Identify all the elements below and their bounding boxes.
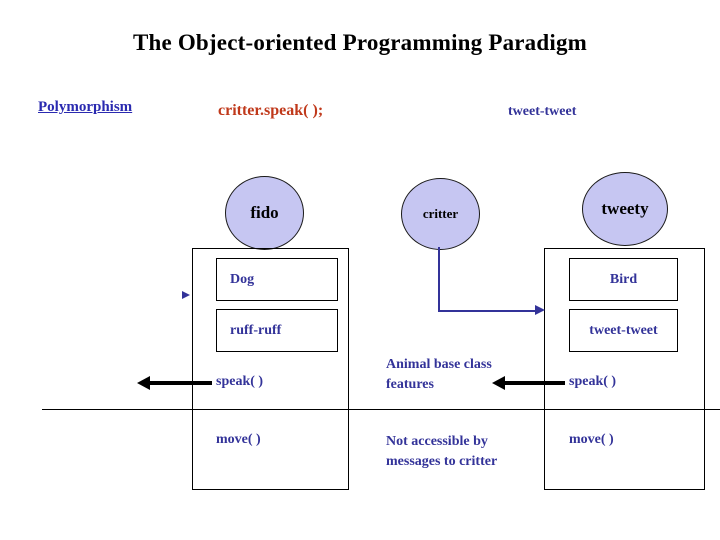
connector-critter-arrowhead-icon — [535, 305, 545, 315]
note-not-accessible: Not accessible by messages to critter — [386, 434, 498, 469]
method-label-bird-speak: speak( ) — [569, 374, 617, 389]
object-ellipse-fido: fido — [225, 176, 304, 250]
tweet-output-label: tweet-tweet — [508, 104, 577, 119]
message-arrow-bird-speak-head-icon — [492, 376, 505, 390]
message-arrow-dog-speak-head-icon — [137, 376, 150, 390]
note-animal-base-class: Animal base class features — [386, 357, 492, 392]
method-label-dog-move: move( ) — [216, 432, 261, 447]
message-arrow-bird-speak-shaft — [505, 381, 565, 385]
object-ellipse-tweety: tweety — [582, 172, 668, 246]
method-label-bird-move: move( ) — [569, 432, 614, 447]
object-ellipse-critter: critter — [401, 178, 480, 250]
method-label-dog-speak: speak( ) — [216, 374, 264, 389]
connector-critter-vertical-line — [438, 247, 440, 311]
page-title: The Object-oriented Programming Paradigm — [132, 30, 588, 55]
message-arrow-dog-speak-shaft — [150, 381, 212, 385]
connector-dog-arrowhead-icon — [182, 291, 190, 299]
class-name-box-bird: Bird — [569, 258, 678, 301]
connector-critter-horizontal-line — [438, 310, 538, 312]
class-box-dog — [192, 248, 349, 490]
class-box-bird — [544, 248, 705, 490]
horizontal-divider-line — [42, 409, 720, 410]
critter-speak-call-label: critter.speak( ); — [218, 102, 324, 119]
polymorphism-heading: Polymorphism — [38, 99, 133, 115]
class-name-box-dog: Dog — [216, 258, 338, 301]
class-sound-box-dog: ruff-ruff — [216, 309, 338, 352]
class-sound-box-bird: tweet-tweet — [569, 309, 678, 352]
